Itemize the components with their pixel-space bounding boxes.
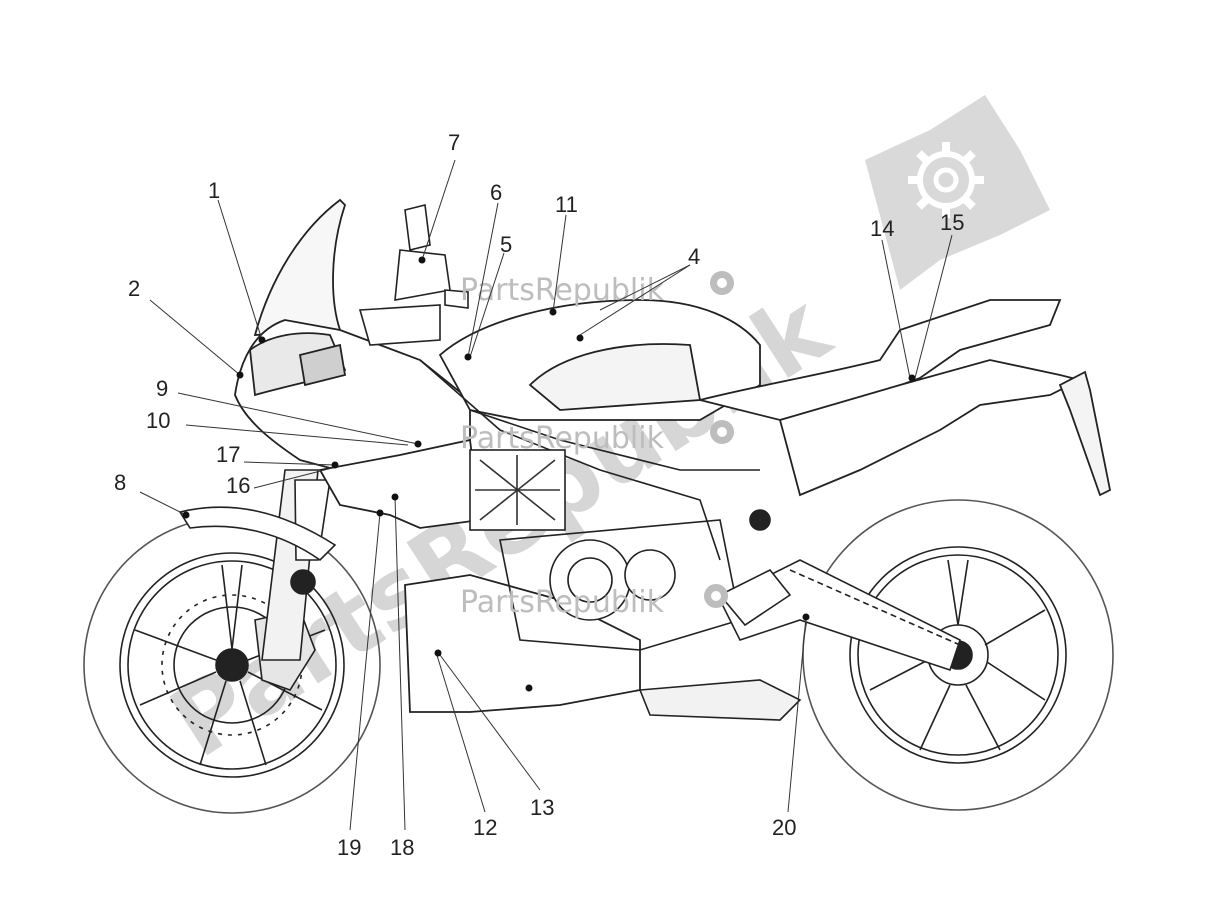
- watermark-text-group: PartsRepublik PartsRepublik PartsRepubli…: [460, 271, 734, 620]
- gear-icon: [710, 271, 734, 295]
- gear-icon: [908, 142, 984, 218]
- callout-14: 14: [870, 216, 894, 241]
- callout-10: 10: [146, 408, 170, 433]
- callout-17: 17: [216, 442, 240, 467]
- callout-7: 7: [448, 130, 460, 155]
- callout-11: 11: [555, 192, 578, 217]
- footpeg-assembly: [718, 568, 792, 627]
- callout-16: 16: [226, 473, 250, 498]
- watermark-text-1: PartsRepublik: [460, 273, 665, 308]
- leader-lines: [139, 159, 953, 831]
- callout-5: 5: [500, 232, 512, 257]
- motorcycle-body: [234, 198, 1112, 713]
- callout-4: 4: [688, 244, 700, 269]
- callout-9: 9: [156, 376, 168, 401]
- callout-13: 13: [530, 795, 554, 820]
- watermark-text-3: PartsRepublik: [460, 585, 665, 620]
- handlebar-mirror: [358, 204, 469, 346]
- callout-18: 18: [390, 835, 414, 860]
- callout-1: 1: [208, 178, 220, 203]
- callout-20: 20: [772, 815, 796, 840]
- leader-dots: [182, 256, 916, 692]
- rear-wheel: [802, 499, 1114, 811]
- gear-icon: [704, 584, 728, 608]
- callout-19: 19: [337, 835, 361, 860]
- front-fork: [178, 469, 337, 661]
- callout-labels: 1 2 4 5 6 7 8 9 10 11 12 13 14 15 16 17 …: [114, 130, 964, 860]
- callout-8: 8: [114, 470, 126, 495]
- callout-15: 15: [940, 210, 964, 235]
- front-wheel: [83, 516, 381, 814]
- gear-icon: [710, 420, 734, 444]
- callout-2: 2: [128, 276, 140, 301]
- watermark-text-2: PartsRepublik: [460, 421, 665, 456]
- callout-12: 12: [473, 815, 497, 840]
- watermark-flag: [865, 95, 1050, 290]
- callout-6: 6: [490, 180, 502, 205]
